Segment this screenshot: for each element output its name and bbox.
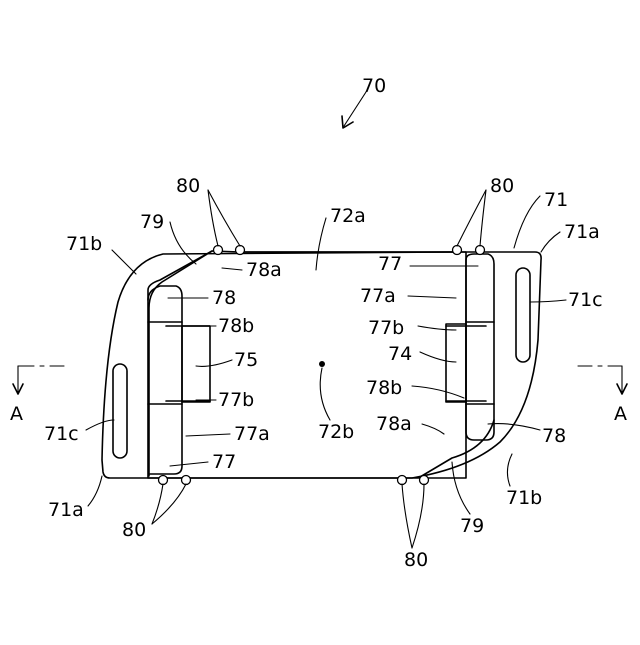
label-77b-right: 77b [368, 317, 404, 339]
bump-80 [398, 476, 407, 485]
bump-80 [214, 246, 223, 255]
label-75: 75 [234, 349, 258, 371]
label-77b-left: 77b [218, 389, 254, 411]
label-80-top-left: 80 [176, 175, 200, 197]
plate-inner-contour [149, 251, 212, 476]
label-77-bottom-left: 77 [212, 451, 236, 473]
label-78-top-left: 78 [212, 287, 236, 309]
label-80-bottom-right: 80 [404, 549, 428, 571]
pocket-75 [182, 326, 210, 402]
plate-inner-contour-right [420, 420, 494, 477]
label-71c-right: 71c [568, 289, 603, 311]
section-line-right [578, 366, 627, 394]
bump-80 [159, 476, 168, 485]
right-strip [466, 254, 494, 440]
sheet-72a [148, 251, 466, 478]
label-79-bottom-right: 79 [460, 515, 484, 537]
center-point-72b [319, 361, 325, 367]
arrow-70 [342, 92, 366, 128]
section-label-right: A [614, 403, 627, 425]
label-78-bottom-right: 78 [542, 425, 566, 447]
label-77a-left: 77a [234, 423, 270, 445]
bump-80 [236, 246, 245, 255]
label-80-bottom-left: 80 [122, 519, 146, 541]
label-72b: 72b [318, 421, 354, 443]
label-74: 74 [388, 343, 412, 365]
label-80-top-right: 80 [490, 175, 514, 197]
bump-80 [182, 476, 191, 485]
label-70: 70 [362, 75, 386, 97]
label-77-top-right: 77 [378, 253, 402, 275]
left-strip [148, 286, 182, 474]
label-71b-top-left: 71b [66, 233, 102, 255]
section-line-left [13, 366, 64, 394]
label-71c-left: 71c [44, 423, 79, 445]
pocket-74 [446, 324, 466, 402]
slot-71c-right [516, 268, 530, 362]
label-77a-right: 77a [360, 285, 396, 307]
label-79-top-left: 79 [140, 211, 164, 233]
label-78b-top-left: 78b [218, 315, 254, 337]
label-78a-top-left: 78a [246, 259, 282, 281]
label-71: 71 [544, 189, 568, 211]
label-71a-bottom-left: 71a [48, 499, 84, 521]
bump-80 [420, 476, 429, 485]
label-78b-right: 78b [366, 377, 402, 399]
label-72a: 72a [330, 205, 366, 227]
bump-80 [453, 246, 462, 255]
label-78a-right: 78a [376, 413, 412, 435]
bump-80 [476, 246, 485, 255]
slot-71c-left [113, 364, 127, 458]
section-label-left: A [10, 403, 23, 425]
label-71b-bottom-right: 71b [506, 487, 542, 509]
label-71a-top-right: 71a [564, 221, 600, 243]
